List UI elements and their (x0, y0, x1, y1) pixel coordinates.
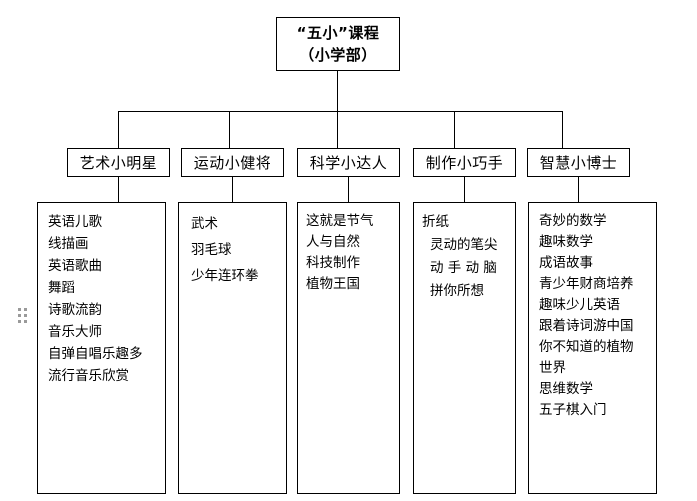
connector-category-5-to-list (578, 177, 580, 203)
list-item: 少年连环拳 (191, 268, 259, 284)
root-node[interactable]: “五小”课程 （小学部） (276, 17, 400, 71)
list-item: 英语歌曲 (48, 258, 102, 274)
list-item: 这就是节气 (306, 213, 374, 229)
category-box-2[interactable]: 运动小健将 (181, 148, 284, 177)
list-box-2[interactable]: 武术 羽毛球 少年连环拳 (178, 202, 287, 494)
list-item: 流行音乐欣赏 (48, 368, 129, 384)
grip-dot (18, 308, 21, 311)
grip-dot (18, 320, 21, 323)
connector-bus-to-category-1 (118, 111, 120, 148)
category-box-5[interactable]: 智慧小博士 (527, 148, 630, 177)
list-item: 音乐大师 (48, 324, 102, 340)
list-item: 跟着诗词游中国 (539, 318, 634, 334)
list-item: 植物王国 (306, 276, 360, 292)
list-box-3[interactable]: 这就是节气 人与自然 科技制作 植物王国 (297, 202, 400, 494)
drag-grip-handle[interactable] (18, 308, 27, 323)
connector-bus-to-category-2 (229, 111, 231, 148)
list-item: 武术 (191, 216, 218, 232)
grip-dot (24, 308, 27, 311)
root-node-line-2: （小学部） (299, 46, 377, 64)
list-box-4[interactable]: 折纸 灵动的笔尖 动 手 动 脑 拼你所想 (413, 202, 516, 494)
list-item: 你不知道的植物 (539, 339, 634, 355)
list-box-5[interactable]: 奇妙的数学 趣味数学 成语故事 青少年财商培养 趣味少儿英语 跟着诗词游中国 你… (528, 202, 657, 494)
list-item: 诗歌流韵 (48, 302, 102, 318)
list-item: 灵动的笔尖 (430, 237, 498, 253)
list-item: 科技制作 (306, 255, 360, 271)
connector-category-2-to-list (232, 177, 234, 203)
connector-category-1-to-list (118, 177, 120, 203)
category-label-5: 智慧小博士 (539, 154, 618, 172)
connector-bus-to-category-5 (562, 111, 564, 148)
connector-bus (118, 111, 563, 113)
category-label-3: 科学小达人 (309, 154, 388, 172)
root-node-line-1: “五小”课程 (296, 24, 380, 42)
list-item: 动 手 动 脑 (430, 260, 497, 276)
category-box-4[interactable]: 制作小巧手 (413, 148, 516, 177)
list-item: 奇妙的数学 (539, 213, 607, 229)
category-label-2: 运动小健将 (193, 154, 272, 172)
list-item: 思维数学 (539, 381, 593, 397)
list-item: 英语儿歌 (48, 214, 102, 230)
list-item: 羽毛球 (191, 242, 232, 258)
list-item: 五子棋入门 (539, 402, 607, 418)
list-item: 拼你所想 (430, 283, 484, 299)
connector-root-to-bus (337, 71, 339, 112)
category-box-1[interactable]: 艺术小明星 (67, 148, 170, 177)
grip-dot (24, 314, 27, 317)
connector-bus-to-category-4 (454, 111, 456, 148)
category-box-3[interactable]: 科学小达人 (297, 148, 400, 177)
connector-category-3-to-list (348, 177, 350, 203)
grip-dot (18, 314, 21, 317)
list-item: 人与自然 (306, 234, 360, 250)
list-item: 折纸 (422, 214, 449, 230)
category-label-4: 制作小巧手 (425, 154, 504, 172)
list-item: 自弹自唱乐趣多 (48, 346, 143, 362)
category-label-1: 艺术小明星 (79, 154, 158, 172)
list-item: 趣味少儿英语 (539, 297, 620, 313)
connector-category-4-to-list (464, 177, 466, 203)
list-item: 青少年财商培养 (539, 276, 634, 292)
list-item: 线描画 (48, 236, 89, 252)
list-box-1[interactable]: 英语儿歌 线描画 英语歌曲 舞蹈 诗歌流韵 音乐大师 自弹自唱乐趣多 流行音乐欣… (37, 202, 166, 494)
list-item: 世界 (539, 360, 566, 376)
grip-dot (24, 320, 27, 323)
connector-bus-to-category-3 (337, 111, 339, 148)
list-item: 舞蹈 (48, 280, 75, 296)
list-item: 成语故事 (539, 255, 593, 271)
list-item: 趣味数学 (539, 234, 593, 250)
